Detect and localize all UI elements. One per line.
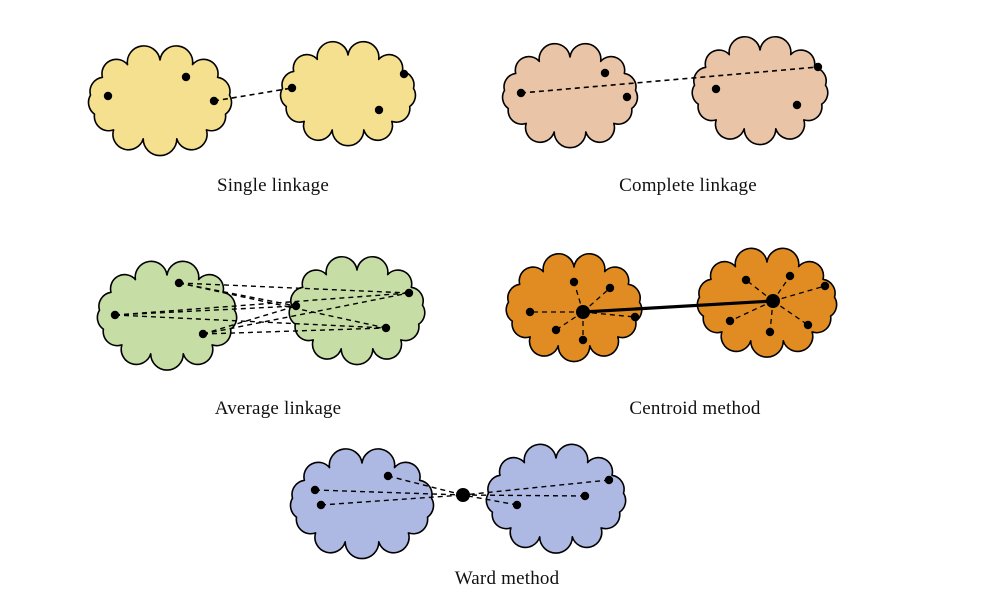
- centroid-point-10: [803, 320, 813, 330]
- caption-centroid-method: Centroid method: [629, 398, 761, 419]
- ward-link-2: [320, 494, 464, 506]
- centroid-cluster-1: [505, 252, 643, 363]
- ward-link-4: [462, 494, 518, 506]
- caption-complete-linkage: Complete linkage: [619, 175, 757, 196]
- average-link-8: [202, 292, 410, 335]
- single-point-2: [181, 72, 191, 82]
- average-link-5: [178, 282, 410, 294]
- ward-link-3: [387, 475, 464, 496]
- ward-centroid-1: [456, 488, 470, 502]
- cluster-clouds: [87, 35, 838, 560]
- centroid-point-2: [569, 277, 579, 287]
- average-link-2: [114, 292, 410, 316]
- centroid-link-3: [582, 287, 611, 313]
- centroid-centroid-1: [576, 305, 590, 319]
- ward-link-5: [462, 494, 586, 497]
- ward-cluster-2: [485, 443, 627, 554]
- average-point-1: [110, 310, 120, 320]
- centroid-centroid-2: [766, 294, 780, 308]
- average-link-7: [202, 305, 297, 335]
- ward-point-6: [604, 475, 614, 485]
- ward-point-3: [383, 471, 393, 481]
- complete-point-6: [792, 100, 802, 110]
- ward-point-1: [310, 485, 320, 495]
- centroid-point-6: [578, 335, 588, 345]
- centroid-link-10: [772, 300, 809, 326]
- centroid-point-4: [630, 312, 640, 322]
- centroid-link-9: [772, 285, 826, 302]
- complete-point-3: [622, 92, 632, 102]
- complete-point-5: [813, 62, 823, 72]
- centroid-point-11: [765, 327, 775, 337]
- centroid-point-1: [525, 307, 535, 317]
- complete-link-1: [520, 66, 819, 94]
- average-cluster-1: [96, 260, 238, 371]
- single-point-4: [287, 83, 297, 93]
- average-point-4: [291, 301, 301, 311]
- complete-point-2: [600, 68, 610, 78]
- average-link-9: [202, 327, 387, 335]
- ward-point-5: [580, 491, 590, 501]
- caption-average-linkage: Average linkage: [214, 398, 342, 419]
- single-link-1: [213, 87, 293, 102]
- centroid-point-8: [785, 271, 795, 281]
- ward-link-6: [462, 479, 610, 496]
- single-point-3: [209, 96, 219, 106]
- average-link-1: [114, 305, 297, 316]
- centroid-point-9: [820, 281, 830, 291]
- centroid-point-3: [605, 283, 615, 293]
- centroid-link-5: [555, 311, 584, 331]
- linkage-lines: [114, 66, 826, 506]
- single-point-6: [374, 105, 384, 115]
- centroid-link-12: [729, 300, 774, 322]
- caption-ward-method: Ward method: [454, 568, 560, 589]
- ward-link-1: [314, 489, 464, 496]
- single-cluster-1: [87, 45, 233, 157]
- centroid-point-12: [725, 316, 735, 326]
- complete-point-4: [711, 84, 721, 94]
- average-point-5: [404, 288, 414, 298]
- centroid-link-13: [582, 299, 774, 314]
- ward-cluster-1: [289, 448, 435, 560]
- centroid-point-5: [551, 325, 561, 335]
- single-point-1: [103, 91, 113, 101]
- average-cluster-2: [288, 255, 426, 366]
- single-cluster-2: [279, 40, 417, 147]
- average-point-3: [198, 329, 208, 339]
- complete-point-1: [516, 88, 526, 98]
- ward-point-4: [512, 500, 522, 510]
- average-point-2: [174, 278, 184, 288]
- ward-point-2: [316, 500, 326, 510]
- centroid-link-7: [745, 279, 774, 302]
- average-link-3: [114, 314, 387, 329]
- average-point-6: [381, 323, 391, 333]
- single-point-5: [399, 69, 409, 79]
- centroid-point-7: [741, 275, 751, 285]
- data-points: [103, 62, 830, 510]
- caption-single-linkage: Single linkage: [216, 175, 330, 196]
